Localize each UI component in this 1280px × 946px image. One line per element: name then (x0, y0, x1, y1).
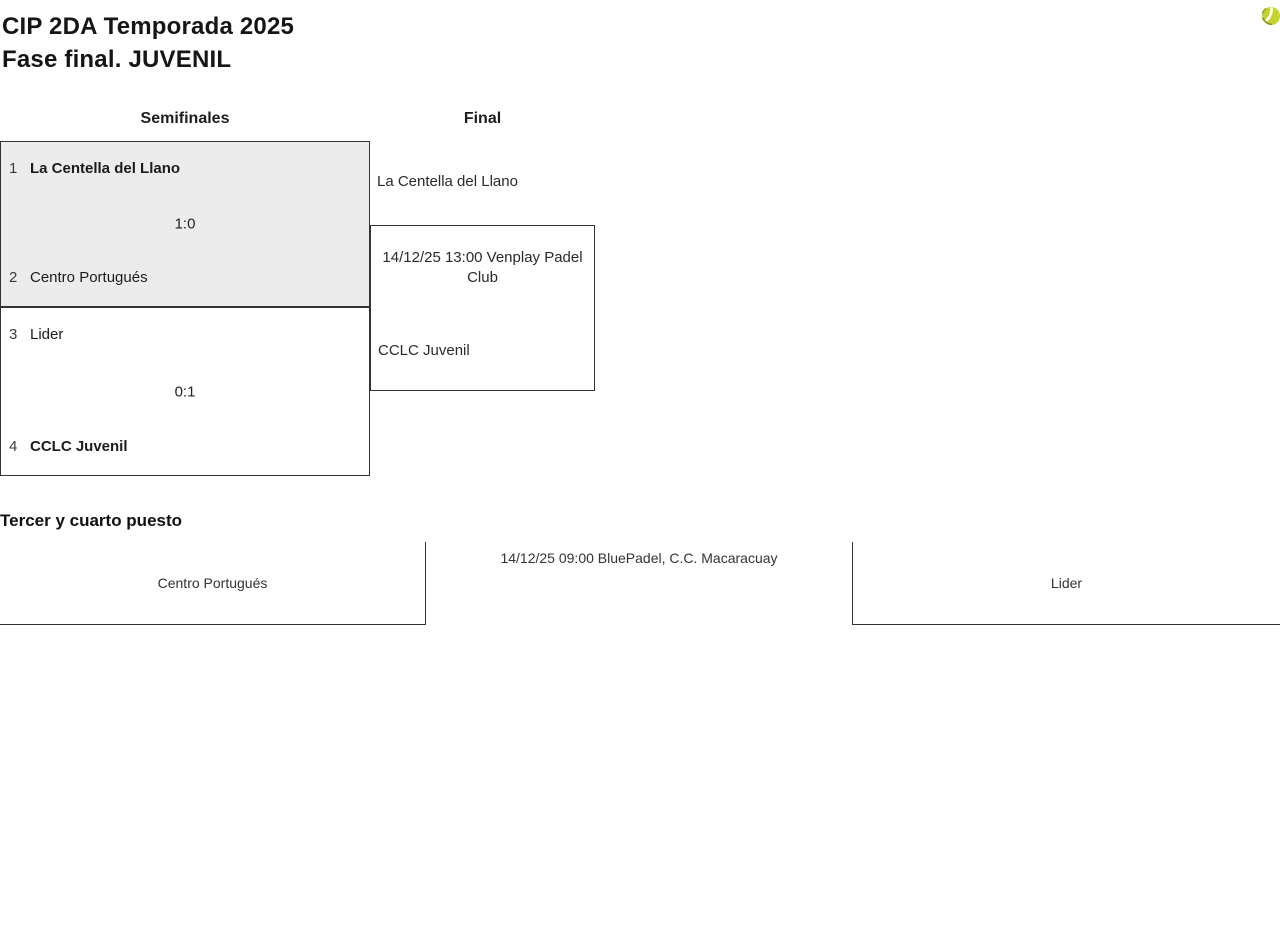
team-row: 2 Centro Portugués (9, 269, 361, 287)
team-name: Centro Portugués (30, 269, 148, 286)
round-header-semifinals: Semifinales (140, 110, 230, 127)
team-row: 3 Lider (9, 326, 361, 344)
team-name: La Centella del Llano (30, 160, 181, 177)
team-row: 1 La Centella del Llano (9, 160, 361, 178)
seed-number: 2 (9, 269, 18, 286)
final-match-schedule: 14/12/25 13:00 Venplay Padel Club (382, 249, 583, 286)
team-name: CCLC Juvenil (30, 438, 128, 455)
third-place-team-right: Lider (1050, 575, 1083, 591)
final-match-box[interactable]: 14/12/25 13:00 Venplay Padel Club CCLC J… (370, 225, 595, 391)
final-team-bottom: CCLC Juvenil (378, 342, 470, 359)
match-score: 1:0 (174, 215, 196, 233)
third-place-left-match-box[interactable]: Centro Portugués (0, 542, 426, 625)
final-team-top: La Centella del Llano (377, 173, 518, 190)
match-score: 0:1 (174, 383, 196, 400)
page-title-line1: CIP 2DA Temporada 2025 (2, 13, 295, 40)
page-title: CIP 2DA Temporada 2025 Fase final. JUVEN… (2, 10, 294, 76)
semifinal-1-match-box[interactable]: 1 La Centella del Llano 1:0 2 Centro Por… (0, 141, 370, 307)
semifinal-2-match-box[interactable]: 3 Lider 0:1 4 CCLC Juvenil (0, 307, 370, 476)
seed-number: 1 (9, 160, 18, 177)
third-place-schedule: 14/12/25 09:00 BluePadel, C.C. Macaracua… (500, 550, 778, 566)
padel-ball-icon (1261, 7, 1280, 26)
team-row: 4 CCLC Juvenil (9, 438, 361, 456)
third-place-heading: Tercer y cuarto puesto (0, 511, 183, 530)
round-header-final: Final (463, 110, 502, 127)
team-name: Lider (30, 326, 64, 343)
third-place-right-match-box[interactable]: Lider (852, 542, 1280, 625)
third-place-team-left: Centro Portugués (157, 575, 268, 591)
seed-number: 4 (9, 438, 18, 455)
seed-number: 3 (9, 326, 18, 343)
page-title-line2: Fase final. JUVENIL (2, 46, 232, 73)
